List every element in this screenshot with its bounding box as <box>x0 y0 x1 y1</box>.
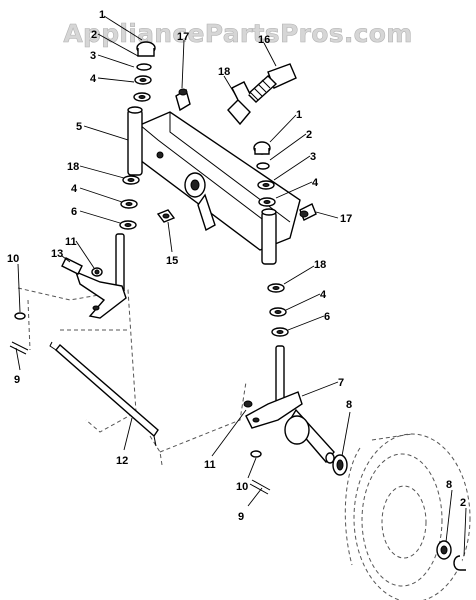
callout-8: 8 <box>446 479 452 491</box>
callout-15: 15 <box>166 255 178 267</box>
leader-lines <box>15 15 467 557</box>
callout-10: 10 <box>7 253 19 265</box>
callout-9: 9 <box>14 374 20 386</box>
callout-9: 9 <box>238 511 244 523</box>
frame-outline-left <box>17 287 137 433</box>
frame-outline-center <box>149 381 247 466</box>
callout-17: 17 <box>340 213 352 225</box>
callout-2: 2 <box>306 129 312 141</box>
tie-rod <box>49 341 159 447</box>
callout-3: 3 <box>310 151 316 163</box>
callout-4: 4 <box>312 177 319 189</box>
right-top-stack <box>253 141 276 207</box>
nut-15 <box>156 209 176 223</box>
callout-2: 2 <box>460 497 466 509</box>
callout-17: 17 <box>177 31 189 43</box>
right-spindle <box>245 345 335 464</box>
callout-labels: 1 2 3 4 17 16 18 5 1 2 3 4 18 4 6 17 15 … <box>7 9 466 523</box>
callout-7: 7 <box>338 377 344 389</box>
callout-6: 6 <box>71 206 77 218</box>
grease-fitting-right <box>299 203 317 221</box>
callout-13: 13 <box>51 248 63 260</box>
callout-5: 5 <box>76 121 82 133</box>
callout-18: 18 <box>314 259 326 271</box>
callout-11: 11 <box>204 459 216 471</box>
callout-8: 8 <box>346 399 352 411</box>
callout-10: 10 <box>236 481 248 493</box>
callout-1: 1 <box>296 109 302 121</box>
right-small-parts <box>243 400 271 495</box>
callout-3: 3 <box>90 50 96 62</box>
callout-4: 4 <box>90 73 97 85</box>
pivot-bolt <box>246 63 297 103</box>
callout-2: 2 <box>91 29 97 41</box>
callout-18: 18 <box>218 66 230 78</box>
left-spindle-tube <box>127 106 143 176</box>
left-top-stack <box>133 41 156 102</box>
callout-6: 6 <box>324 311 330 323</box>
callout-16: 16 <box>258 34 270 46</box>
callout-12: 12 <box>116 455 128 467</box>
callout-18: 18 <box>67 161 79 173</box>
axle-beam <box>139 111 301 251</box>
grease-fitting-top <box>175 88 191 112</box>
tire <box>344 433 471 600</box>
right-lower-washers <box>267 283 289 337</box>
callout-4: 4 <box>71 183 78 195</box>
right-spindle-tube <box>261 208 277 265</box>
callout-4: 4 <box>320 289 327 301</box>
hub-washer-clip <box>436 540 466 571</box>
washer-8-inner <box>332 454 348 476</box>
left-spindle <box>61 233 127 319</box>
watermark: AppliancePartsPros.com <box>63 19 412 48</box>
callout-1: 1 <box>99 9 105 21</box>
left-small-parts <box>9 312 29 355</box>
left-lower-washers <box>119 175 140 230</box>
callout-11: 11 <box>65 236 77 248</box>
